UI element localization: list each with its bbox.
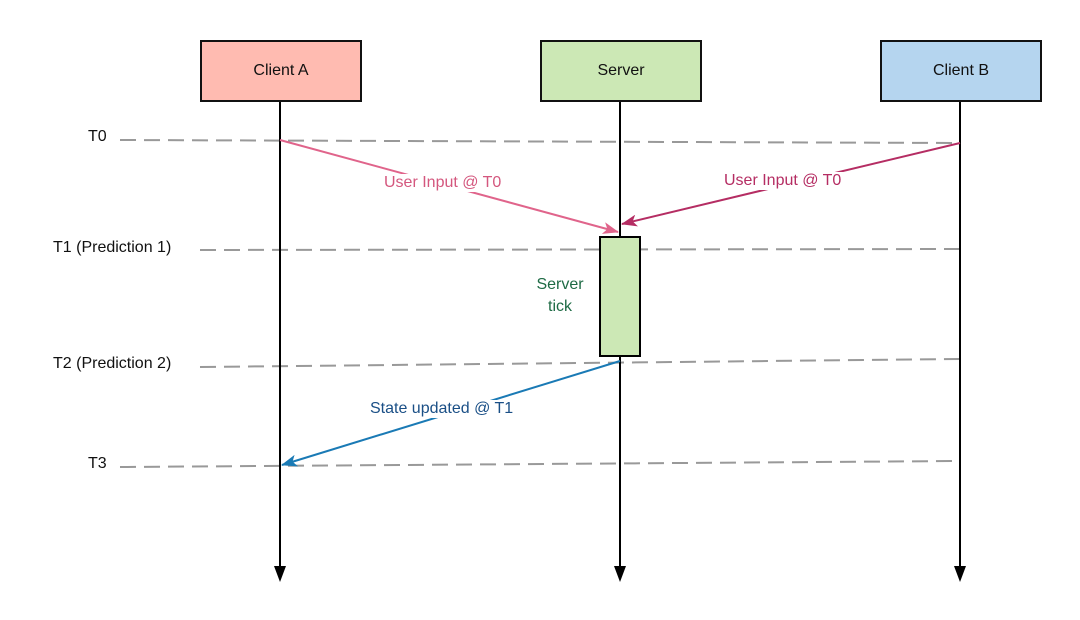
time-label-t0: T0: [88, 128, 107, 145]
time-line-t1: [199, 248, 961, 251]
server-tick-label: Server tick: [530, 274, 590, 318]
time-line-t2: [199, 358, 961, 368]
server-tick-label-line1: Server: [536, 276, 584, 293]
time-line-t0: [119, 139, 961, 144]
server-tick-label-line2: tick: [548, 298, 572, 315]
message-label-state-update: State updated @ T1: [368, 400, 516, 418]
time-label-t3: T3: [88, 455, 107, 472]
message-label-input-a: User Input @ T0: [382, 174, 504, 192]
actor-client-b: Client B: [880, 40, 1042, 102]
message-label-input-b: User Input @ T0: [722, 172, 844, 190]
server-tick-box: [599, 236, 641, 357]
time-line-t3: [119, 460, 961, 468]
time-label-t1: T1 (Prediction 1): [53, 239, 172, 256]
lifeline-client-a-arrowhead: [274, 566, 286, 582]
actor-server: Server: [540, 40, 702, 102]
actor-client-a: Client A: [200, 40, 362, 102]
lifeline-client-b-arrowhead: [954, 566, 966, 582]
time-label-t2: T2 (Prediction 2): [53, 355, 172, 372]
lifeline-server-arrowhead: [614, 566, 626, 582]
